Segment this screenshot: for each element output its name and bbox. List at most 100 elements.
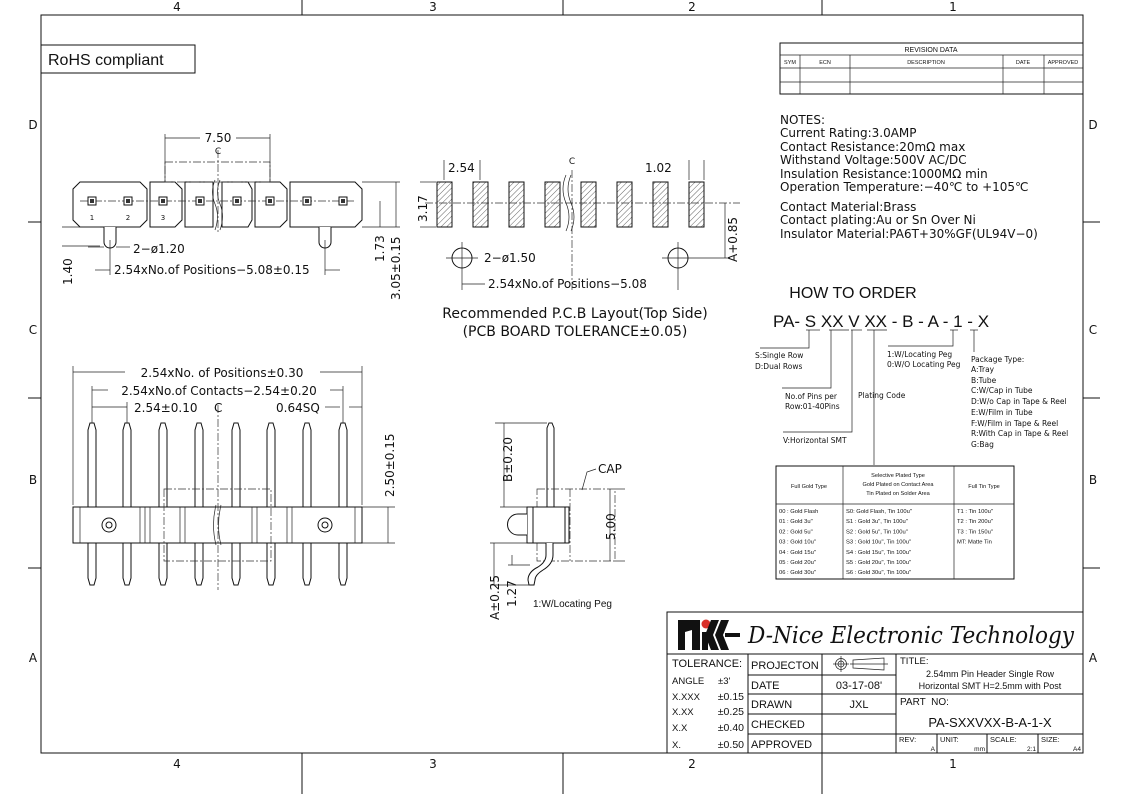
rev-col-sym: SYM <box>784 60 796 66</box>
tolerance-value: ±0.50 <box>718 739 744 751</box>
pin-square-inner <box>90 199 94 203</box>
plating-code-full-gold: 01 : Gold 3u" <box>779 519 813 525</box>
part-no-label: PART NO: <box>900 697 949 708</box>
pin-upper <box>194 422 204 507</box>
solder-pad <box>616 181 633 228</box>
unit-value: mm <box>974 746 985 753</box>
title-line-2: Horizontal SMT H=2.5mm with Post <box>919 681 1062 691</box>
pin-upper <box>231 422 241 507</box>
rev-col-description: DESCRIPTION <box>907 60 945 66</box>
pin-square-inner <box>126 199 130 203</box>
projection-symbol-icon <box>833 656 888 672</box>
zone-top-4: 4 <box>173 0 181 14</box>
revision-title: REVISION DATA <box>904 47 957 54</box>
hole-offset: A+0.85 <box>726 217 740 262</box>
dim-1-73: 1.73 <box>373 235 387 262</box>
part-no-value: PA-SXXVXX-B-A-1-X <box>928 715 1052 730</box>
note-line: Current Rating:3.0AMP <box>780 126 917 140</box>
plating-code-selective: S1 : Gold 3u", Tin 100u" <box>846 519 908 525</box>
tolerance-value: ±0.15 <box>718 691 744 703</box>
cap-label: CAP <box>598 462 622 476</box>
plating-header-gold: Full Gold Type <box>791 484 827 490</box>
dim-a: A±0.25 <box>488 575 502 620</box>
pin-upper <box>302 422 312 507</box>
zone-labels: 4 3 2 1 4 3 2 1 D C B A D C B A <box>28 0 1098 771</box>
note-line: Contact Material:Brass <box>780 200 916 214</box>
pin-upper <box>122 422 132 507</box>
solder-pad <box>652 181 669 228</box>
solder-pad <box>472 181 489 228</box>
zone-right-b: B <box>1089 473 1097 487</box>
tolerance-key: ANGLE <box>672 676 704 687</box>
cap-outline <box>164 161 271 183</box>
order-code: PA- S XX V XX - B - A - 1 - X <box>773 312 989 331</box>
pad-length: 3.17 <box>416 195 430 222</box>
pad-pitch: 2.54 <box>448 161 475 175</box>
pin-square-inner <box>305 199 309 203</box>
pins-label-2: Row:01-40Pins <box>785 402 840 411</box>
tolerance-value: ±0.40 <box>718 722 744 734</box>
pcb-tolerance: (PCB BOARD TOLERANCE±0.05) <box>463 324 688 340</box>
centerline-mark: C <box>214 401 222 415</box>
plating-table: Full Gold Type Selective Plated Type Gol… <box>775 465 1015 580</box>
hole-diameter: 2−ø1.50 <box>484 251 536 265</box>
dim-1-27: 1.27 <box>505 580 519 607</box>
plating-code-full-tin: T3 : Tin 150u" <box>957 529 993 535</box>
approved-label: APPROVED <box>751 739 812 751</box>
dim-overall-length: 2.54xNo. of Positions±0.30 <box>141 366 304 380</box>
rohs-box <box>40 44 196 74</box>
date-value: 03-17-08' <box>836 680 882 692</box>
pad-width: 1.02 <box>645 161 672 175</box>
zone-bottom-4: 4 <box>173 757 181 771</box>
zone-left-a: A <box>29 651 38 665</box>
pin-square-inner <box>268 199 272 203</box>
tolerance-key: X.XXX <box>672 692 701 703</box>
plating-code-full-gold: 04 : Gold 15u" <box>779 550 816 556</box>
package-option: C:W/Cap in Tube <box>971 386 1033 395</box>
rev-col-ecn: ECN <box>819 60 831 66</box>
pin-upper <box>338 422 348 507</box>
top-view: 7.50 C 1 2 3 2−ø1.20 2.54xNo.of Position… <box>61 131 403 300</box>
drawn-label: DRAWN <box>751 699 792 711</box>
zone-top-2: 2 <box>688 0 696 14</box>
pin-lower <box>158 543 168 586</box>
tolerance-key: X. <box>672 740 681 751</box>
centerline-mark: C <box>569 157 575 167</box>
hole-pitch: 2.54xNo.of Positions−5.08 <box>488 277 647 291</box>
checked-label: CHECKED <box>751 719 805 731</box>
row-type-single: S:Single Row <box>755 351 803 360</box>
peg-option-0: 0:W/O Locating Peg <box>887 360 961 369</box>
pin-lower <box>338 543 348 586</box>
notes: NOTES: Current Rating:3.0AMP Contact Res… <box>780 113 1038 241</box>
plating-code-selective: S0: Gold Flash, Tin 100u" <box>846 509 912 515</box>
note-line: Insulator Material:PA6T+30%GF(UL94V−0) <box>780 227 1038 241</box>
size-label: SIZE: <box>1041 735 1060 744</box>
zone-left-d: D <box>28 118 37 132</box>
notes-heading: NOTES: <box>780 113 825 127</box>
company-logo <box>678 619 740 650</box>
pcb-layout-view: C 2.54 1.02 3.17 A+0.85 2−ø1.50 2.54xNo.… <box>416 157 740 340</box>
pin-square-inner <box>341 199 345 203</box>
zone-right-d: D <box>1088 118 1097 132</box>
pcb-caption: Recommended P.C.B Layout(Top Side) <box>442 306 707 322</box>
title-line-1: 2.54mm Pin Header Single Row <box>926 669 1055 679</box>
logo-red-dot <box>701 619 711 629</box>
pin-square-inner <box>198 199 202 203</box>
tolerance-value: ±0.25 <box>718 706 744 718</box>
peg-pitch: 2.54xNo.of Positions−5.08±0.15 <box>114 263 310 277</box>
note-line: Insulation Resistance:1000MΩ min <box>780 167 988 181</box>
note-line: Withstand Voltage:500V AC/DC <box>780 153 967 167</box>
package-option: D:W/o Cap in Tape & Reel <box>971 397 1067 406</box>
rev-label: REV: <box>899 735 916 744</box>
rohs-label: RoHS compliant <box>48 52 164 69</box>
pin-lower <box>87 543 97 586</box>
title-block: D-Nice Electronic Technology TOLERANCE: … <box>666 611 1084 754</box>
plating-header-tin: Full Tin Type <box>968 484 1000 490</box>
plating-code-full-tin: MT: Matte Tin <box>957 540 992 546</box>
drawn-value: JXL <box>850 699 869 711</box>
plating-code-full-gold: 05 : Gold 20u" <box>779 560 816 566</box>
dim-height: 2.50±0.15 <box>383 434 397 498</box>
package-title: Package Type: <box>971 355 1024 364</box>
pin-number: 3 <box>161 214 165 222</box>
zone-top-3: 3 <box>429 0 437 14</box>
